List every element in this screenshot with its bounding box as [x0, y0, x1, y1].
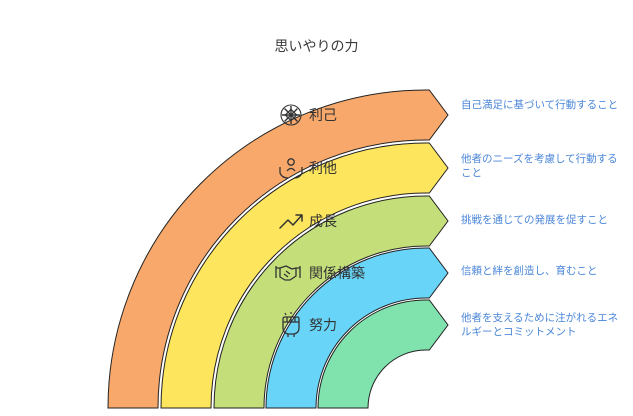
band-label-4: 関係構築: [309, 266, 365, 282]
diagram-title: 思いやりの力: [274, 39, 359, 55]
fist-icon: [282, 312, 300, 337]
band-label-1: 利己: [309, 108, 337, 124]
handshake-icon: [275, 265, 301, 281]
band-description-2: 他者のニーズを考慮して行動すること: [461, 153, 618, 179]
band-1: [107, 89, 449, 409]
band-label-3: 成長: [309, 214, 337, 230]
trend-up-icon: [279, 214, 303, 229]
band-description-4: 信頼と絆を創造し、育むこと: [461, 265, 598, 277]
snowflake-icon: [280, 104, 302, 126]
band-label-2: 利他: [309, 161, 337, 177]
band-description-5: 他者を支えるために注がれるエネルギーとコミットメント: [461, 312, 619, 338]
band-label-5: 努力: [309, 318, 337, 334]
band-5: [317, 299, 449, 409]
band-4: [265, 247, 449, 409]
band-description-1: 自己満足に基づいて行動すること: [461, 99, 619, 111]
band-3: [213, 195, 449, 409]
band-2: [160, 142, 449, 409]
band-description-3: 挑戦を通じての発展を促すこと: [461, 214, 608, 226]
hands-care-icon: [279, 158, 303, 179]
